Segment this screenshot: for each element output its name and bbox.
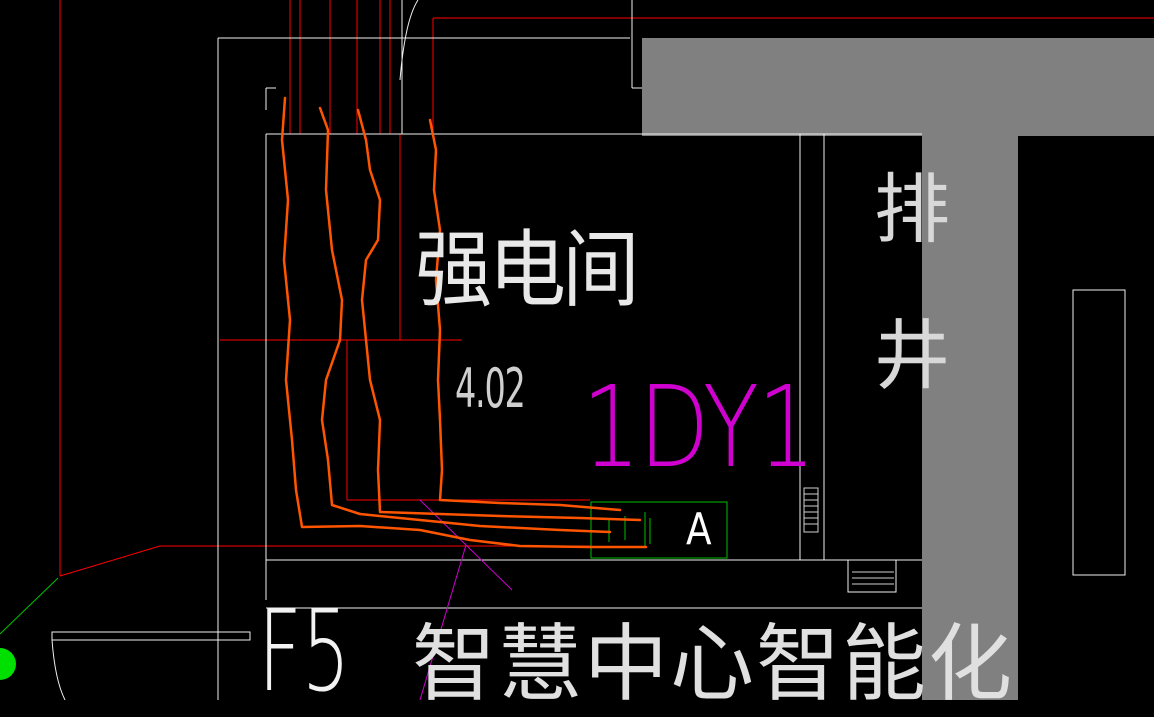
vertical-column bbox=[922, 136, 1018, 700]
shaft-label-top: 排 bbox=[874, 165, 950, 254]
cable-route-3 bbox=[356, 108, 642, 522]
green-marker bbox=[0, 648, 16, 680]
area-caption-label: 智慧中心智能化 bbox=[412, 615, 1015, 713]
level-label: 4.02 bbox=[455, 357, 526, 420]
cabinet-tag-label: A bbox=[686, 504, 712, 555]
cad-drawing bbox=[0, 0, 1154, 700]
wall-lines bbox=[51, 0, 1126, 700]
room-name-label: 强电间 bbox=[415, 221, 639, 319]
cable-route-1 bbox=[280, 96, 648, 549]
shaft-label-bottom: 井 bbox=[874, 311, 950, 400]
hatch-blocks bbox=[803, 487, 894, 585]
structural-columns bbox=[642, 38, 1154, 700]
cable-route-4 bbox=[428, 118, 622, 512]
cabinet-id-label: 1DY1 bbox=[582, 363, 816, 493]
cable-route-2 bbox=[318, 106, 612, 534]
top-beam bbox=[642, 38, 1154, 136]
red-grid-lines bbox=[59, 0, 1154, 577]
cable-routes bbox=[280, 96, 648, 549]
zone-mark-label: F5 bbox=[258, 587, 351, 717]
